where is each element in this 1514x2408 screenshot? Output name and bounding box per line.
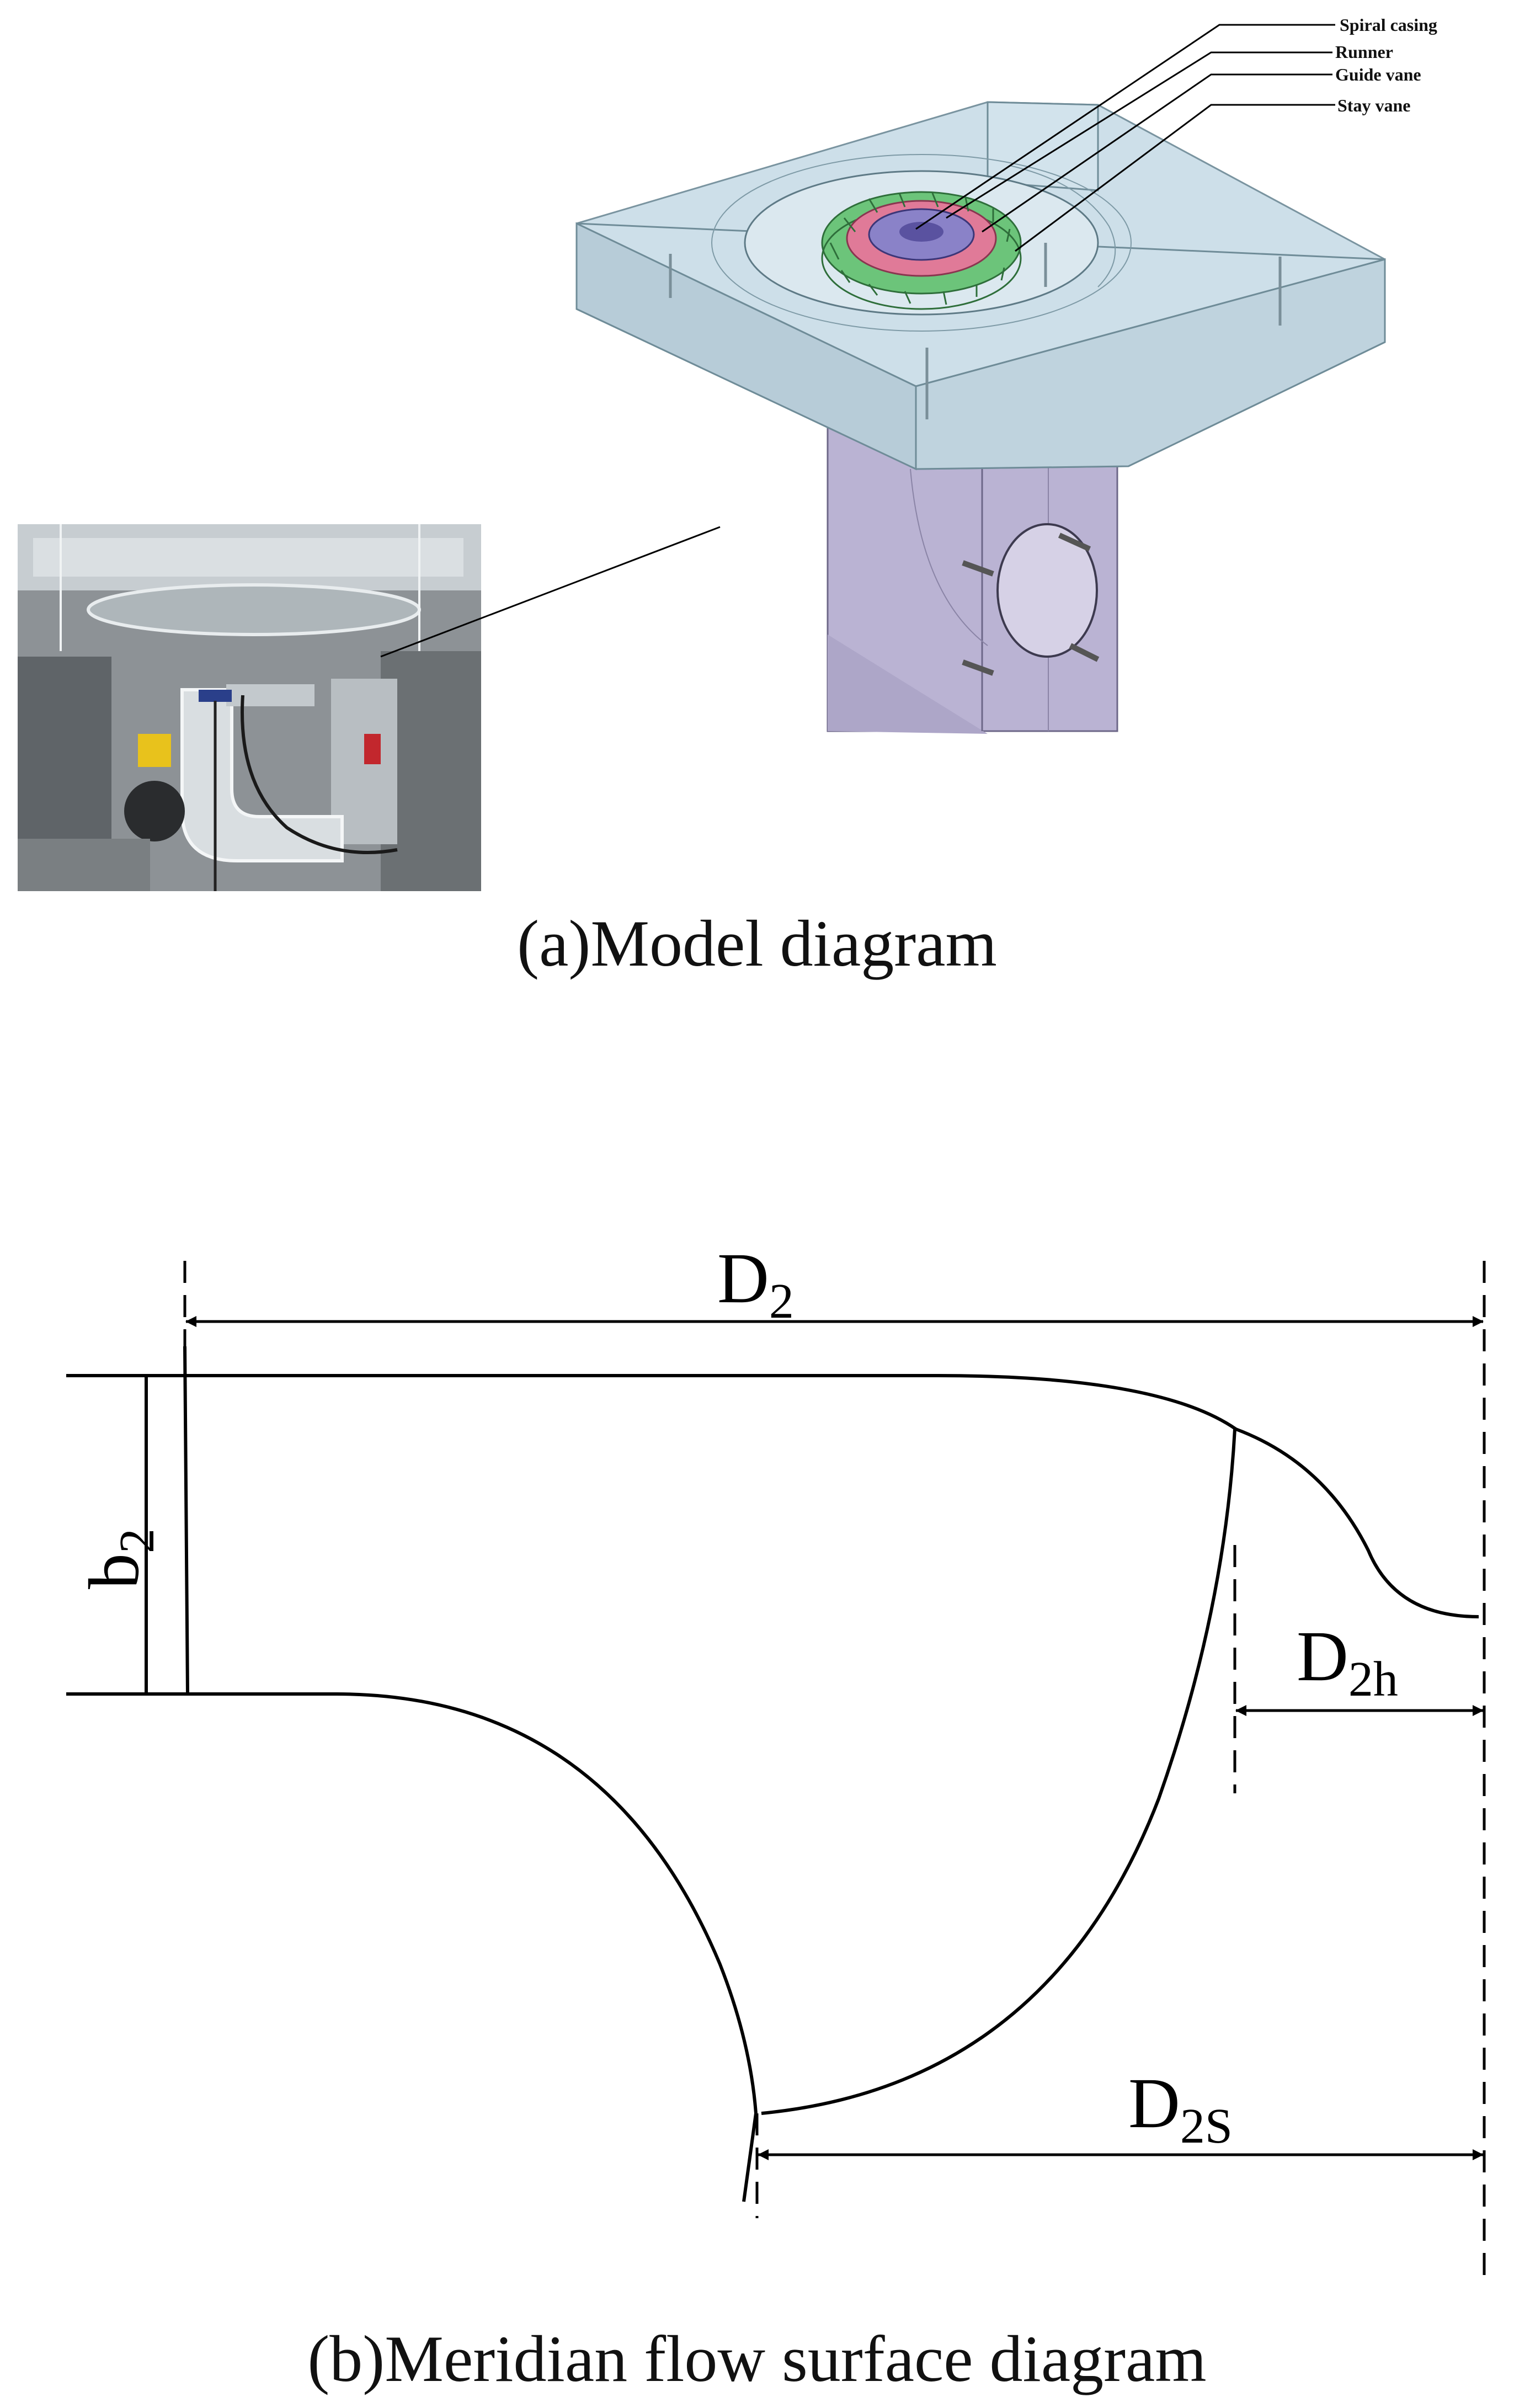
meridian-profile [66,1346,1479,2202]
test-rig-photo [18,524,481,891]
draft-outlet [996,523,1098,658]
callout-stay-vane: Stay vane [1337,95,1410,115]
panel-a: Spiral casing Runner Guide vane Stay van… [18,15,1437,980]
label-d2s: D2S [1128,2064,1233,2154]
blade-outlet-edge [761,1429,1236,2115]
photo-leader-line [380,526,721,658]
label-b2: b2 [74,1528,164,1589]
panel-b: D2 b2 D2h D2S (b)Meridian flow surface d… [66,1239,1486,2395]
hub-line [66,1692,758,2114]
caption-panel-a: (a)Model diagram [517,907,997,980]
hub-tail [742,2113,758,2202]
callout-spiral-casing: Spiral casing [1340,15,1437,35]
label-d2h: D2h [1297,1617,1398,1707]
callout-guide-vane: Guide vane [1335,65,1421,84]
label-d2: D2 [717,1239,794,1329]
reference-lines [183,1261,1486,2284]
turbine-wheel [821,191,1022,310]
dimension-arrows [185,1316,1484,2160]
caption-panel-b: (b)Meridian flow surface diagram [307,2322,1206,2395]
draft-tube-block [827,427,1118,734]
blade-inlet-outer [183,1346,189,1695]
spiral-casing-slab [575,101,1386,471]
callout-runner: Runner [1335,42,1393,62]
outer-shroud-curve [1235,1427,1479,1618]
callout-leaders [915,24,1335,252]
shroud-line [66,1374,1237,1431]
